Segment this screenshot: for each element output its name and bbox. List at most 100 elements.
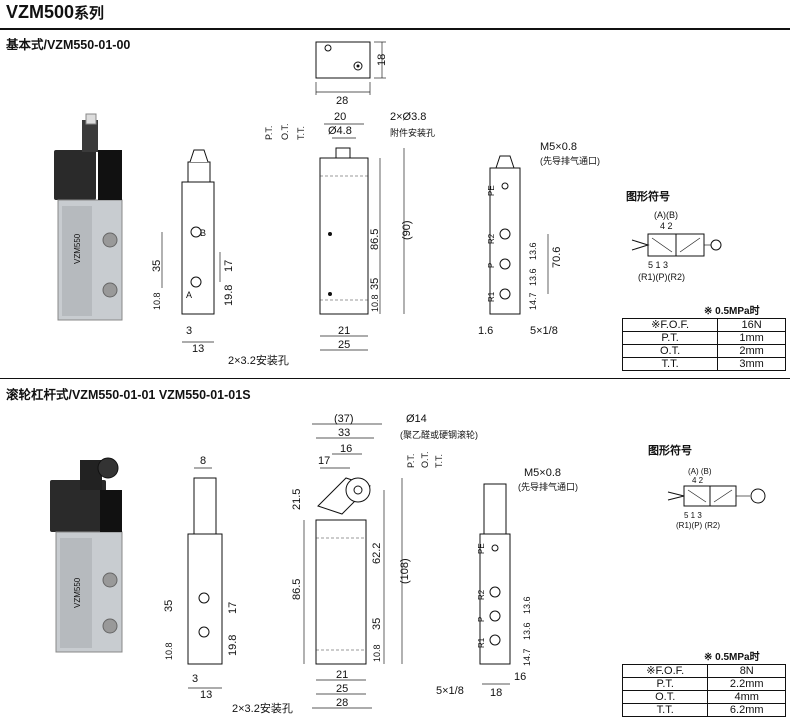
svg-text:5×1/8: 5×1/8 [530,325,558,337]
svg-text:17: 17 [227,602,239,614]
svg-text:28: 28 [336,697,348,709]
svg-text:19.8: 19.8 [223,285,235,306]
top-view-1: 28 18 [315,41,388,107]
svg-text:33: 33 [338,427,350,439]
svg-text:21.5: 21.5 [291,489,303,510]
svg-text:18: 18 [490,687,502,699]
svg-text:2×3.2安装孔: 2×3.2安装孔 [232,701,293,715]
svg-text:T.T.: T.T. [434,454,444,468]
photo-label: VZM550 [73,233,82,264]
svg-text:35: 35 [163,600,175,612]
valve-symbol-2: 图形符号 (A) (B) 4 2 5 1 3 (R1)(P) (R2) [648,443,766,530]
svg-text:4 2: 4 2 [660,221,673,231]
svg-text:8: 8 [200,455,206,467]
svg-text:10.8: 10.8 [152,292,162,310]
svg-text:图形符号: 图形符号 [648,443,692,457]
svg-text:35: 35 [369,278,381,290]
table-row: O.T.2mm [621,344,786,358]
svg-text:(90): (90) [401,220,413,240]
svg-text:13.6: 13.6 [522,596,532,614]
svg-text:13: 13 [192,343,204,355]
svg-text:M5×0.8: M5×0.8 [524,467,561,479]
svg-text:(R1)(P) (R2): (R1)(P) (R2) [676,521,720,530]
table-row: P.T.2.2mm [621,677,786,691]
svg-text:R1: R1 [477,637,486,648]
product-photo-1: VZM550 [54,113,123,321]
svg-text:Ø4.8: Ø4.8 [328,125,352,137]
svg-text:21: 21 [336,669,348,681]
svg-text:28: 28 [336,95,348,107]
svg-text:(37): (37) [334,413,354,425]
front-view-2: (37) 33 16 17 Ø14 (聚乙醛或硬钢滚轮) 21.5 86.5 6… [291,413,478,709]
svg-text:2×Ø3.8: 2×Ø3.8 [390,111,426,123]
svg-text:62.2: 62.2 [371,543,383,564]
spec-table-2: ※F.O.F.8N P.T.2.2mm O.T.4mm T.T.6.2mm [621,664,786,717]
section1-heading: 基本式/VZM550-01-00 [6,38,131,52]
table2-note: ※ 0.5MPa时 [704,652,760,663]
svg-text:19.8: 19.8 [227,635,239,656]
svg-text:17: 17 [318,455,330,467]
svg-text:25: 25 [338,339,350,351]
svg-text:A: A [186,290,192,300]
svg-text:21: 21 [338,325,350,337]
svg-text:(A) (B): (A) (B) [688,467,712,476]
front-view-1: 20 Ø4.8 2×Ø3.8 附件安装孔 86.5 (90) 35 10.8 2… [264,111,435,351]
svg-text:35: 35 [151,260,163,272]
right-view-2: PE R2 P R1 M5×0.8 (先导排气通口) 13.6 13.6 14.… [436,467,578,699]
svg-text:P.T.: P.T. [264,126,274,140]
svg-text:P: P [487,263,496,268]
svg-text:O.T.: O.T. [280,123,290,140]
svg-text:3: 3 [186,325,192,337]
svg-text:(聚乙醛或硬钢滚轮): (聚乙醛或硬钢滚轮) [400,429,478,440]
svg-text:35: 35 [371,618,383,630]
svg-text:R2: R2 [487,233,496,244]
side-view-1: B A 35 10.8 17 19.8 3 13 2×3.2安装孔 [151,149,289,367]
photo-label-2: VZM550 [73,577,82,608]
svg-text:25: 25 [336,683,348,695]
svg-text:13.6: 13.6 [528,268,538,286]
svg-text:4 2: 4 2 [692,476,704,485]
svg-text:M5×0.8: M5×0.8 [540,141,577,153]
section-divider [0,378,790,379]
svg-text:10.8: 10.8 [372,644,382,662]
svg-text:16: 16 [514,671,526,683]
valve-symbol-1: 图形符号 (A)(B) 4 2 5 1 3 (R1)(P)(R2) [626,189,722,282]
page-title: VZM500系列 [6,2,105,22]
svg-text:10.8: 10.8 [164,642,174,660]
table-row: T.T.3mm [621,357,786,371]
svg-text:20: 20 [334,111,346,123]
svg-text:86.5: 86.5 [369,229,381,250]
svg-text:14.7: 14.7 [522,648,532,666]
svg-text:16: 16 [340,443,352,455]
svg-text:附件安装孔: 附件安装孔 [390,127,435,138]
svg-text:R2: R2 [477,589,486,600]
svg-text:(108): (108) [399,558,411,584]
svg-text:(先导排气通口): (先导排气通口) [540,155,600,166]
svg-text:图形符号: 图形符号 [626,189,670,203]
svg-text:T.T.: T.T. [296,126,306,140]
svg-text:(A)(B): (A)(B) [654,210,678,220]
svg-text:(R1)(P)(R2): (R1)(P)(R2) [638,272,685,282]
svg-text:P.T.: P.T. [406,454,416,468]
svg-text:70.6: 70.6 [551,247,563,268]
svg-text:5×1/8: 5×1/8 [436,685,464,697]
svg-text:PE: PE [487,185,496,196]
svg-text:10.8: 10.8 [370,294,380,312]
svg-text:5 1 3: 5 1 3 [684,511,702,520]
table-row: ※F.O.F.16N [621,318,786,332]
svg-text:18: 18 [376,54,388,66]
svg-text:14.7: 14.7 [528,292,538,310]
table1-note: ※ 0.5MPa时 [704,306,760,317]
section2-heading: 滚轮杠杆式/VZM550-01-01 VZM550-01-01S [6,388,251,402]
svg-text:B: B [200,228,206,238]
table-row: ※F.O.F.8N [621,664,786,678]
svg-text:3: 3 [192,673,198,685]
svg-text:17: 17 [223,260,235,272]
spec-table-1: ※F.O.F.16N P.T.1mm O.T.2mm T.T.3mm [621,318,786,371]
title-rule [0,28,790,30]
svg-text:O.T.: O.T. [420,451,430,468]
svg-text:R1: R1 [487,291,496,302]
side-view-2: 8 35 17 19.8 10.8 3 13 2×3.2安装孔 [163,455,293,715]
svg-text:PE: PE [477,543,486,554]
